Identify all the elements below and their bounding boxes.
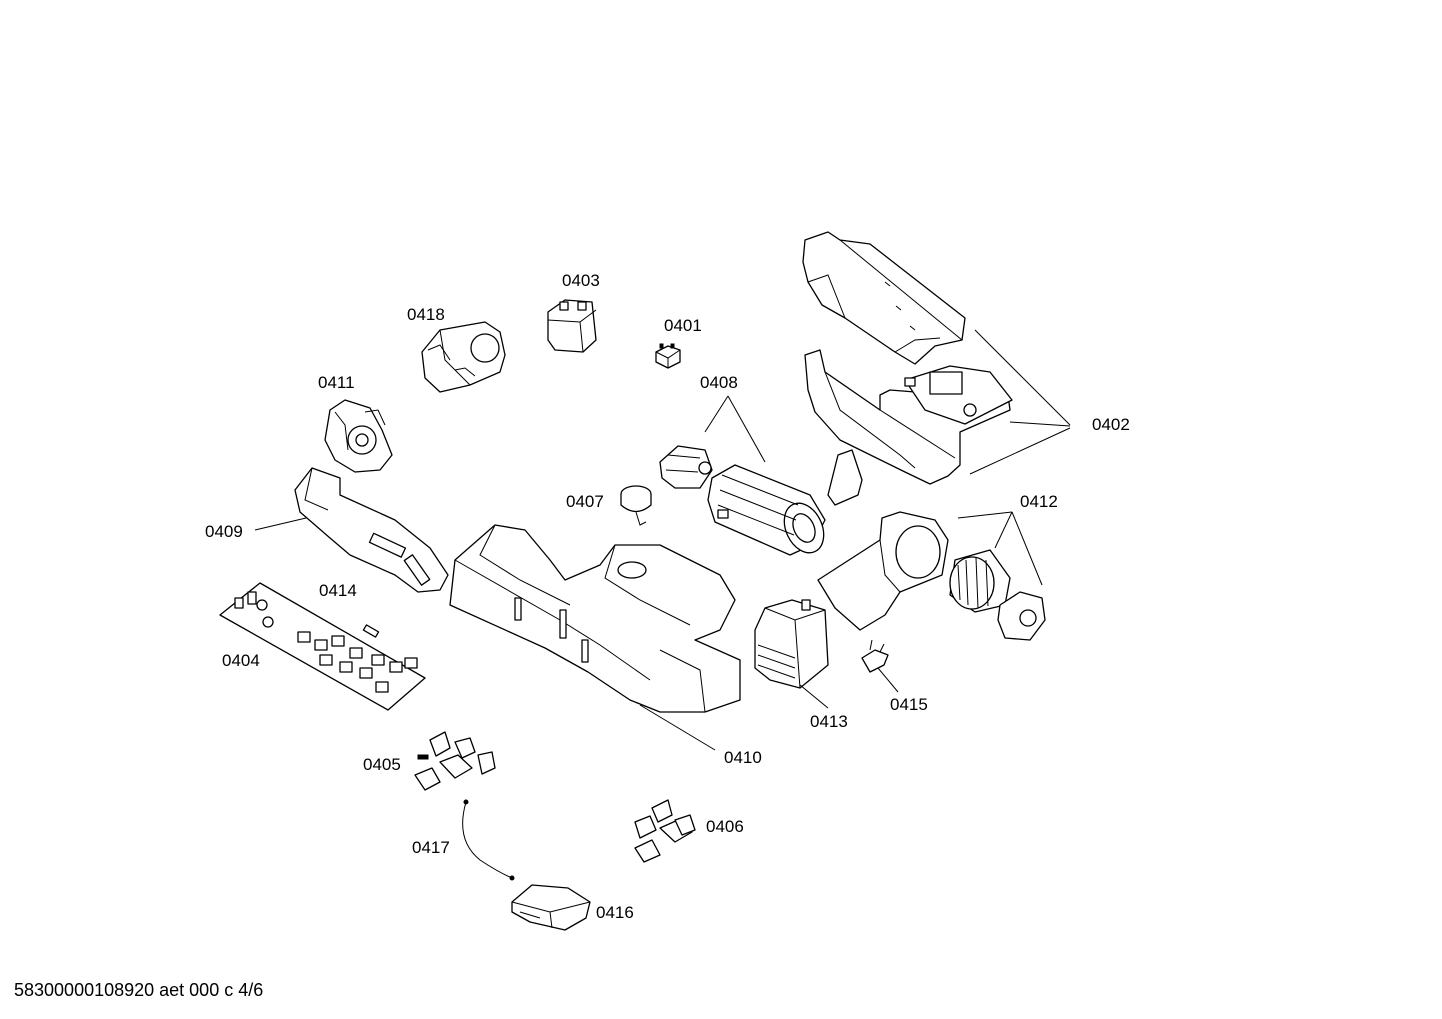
label-0412: 0412 <box>1020 492 1058 511</box>
part-0407-capacitor: 0407 <box>566 485 652 526</box>
part-0416-module-box: 0416 <box>511 884 634 931</box>
label-0405: 0405 <box>363 755 401 774</box>
label-0402: 0402 <box>1092 415 1130 434</box>
label-0410: 0410 <box>724 748 762 767</box>
part-0408-tangential-fan: 0408 <box>659 373 826 556</box>
label-0407: 0407 <box>566 492 604 511</box>
part-0417-cable: 0417 <box>412 799 515 881</box>
label-0417: 0417 <box>412 838 450 857</box>
label-0418: 0418 <box>407 305 445 324</box>
document-code: 58300000108920 aet 000 c 4/6 <box>14 980 264 1000</box>
part-0418-timer: 0418 <box>407 305 506 393</box>
board-relays <box>297 631 418 693</box>
label-0414: 0414 <box>319 581 357 600</box>
part-0410-base-frame: 0410 <box>449 524 762 767</box>
part-0409-duct: 0409 <box>205 467 449 593</box>
part-0402-housing: 0402 <box>802 231 1130 506</box>
part-0415-clip: 0415 <box>861 639 928 714</box>
label-0415: 0415 <box>890 695 928 714</box>
label-0406: 0406 <box>706 817 744 836</box>
label-0409: 0409 <box>205 522 243 541</box>
part-0413-transformer: 0413 <box>754 599 848 731</box>
label-0416: 0416 <box>596 903 634 922</box>
part-0406-connector-set: 0406 <box>634 799 744 863</box>
label-0404: 0404 <box>222 651 260 670</box>
part-0403-transformer: 0403 <box>547 271 600 353</box>
part-0401-switch: 0401 <box>655 316 702 369</box>
part-0412-blower: 0412 <box>817 492 1058 641</box>
label-0408: 0408 <box>700 373 738 392</box>
part-0405-connector-set: 0405 <box>363 731 496 791</box>
part-0411-motor: 0411 <box>318 373 393 473</box>
label-0413: 0413 <box>810 712 848 731</box>
part-0404-control-board: 0404 <box>219 582 426 711</box>
label-0401: 0401 <box>664 316 702 335</box>
part-0414-fuse: 0414 <box>319 581 380 638</box>
label-0411: 0411 <box>318 373 355 392</box>
label-0403: 0403 <box>562 271 600 290</box>
